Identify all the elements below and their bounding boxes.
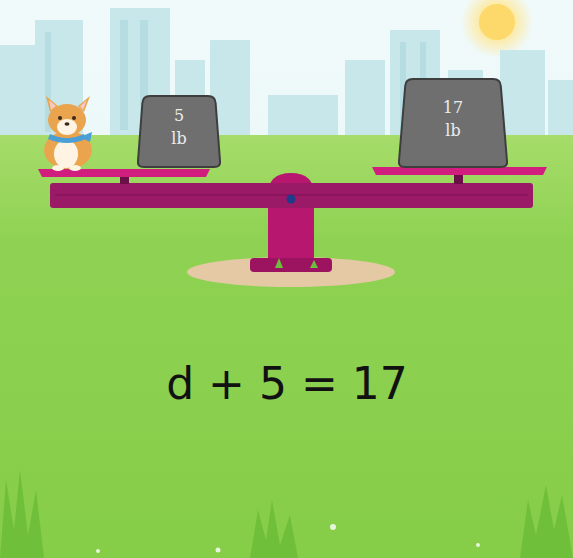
weight-outline	[138, 96, 220, 167]
sun	[479, 4, 515, 40]
sun-halo	[461, 0, 533, 58]
city-windows	[45, 20, 426, 137]
weight-label: 17 lb	[441, 96, 465, 142]
left-platform	[38, 169, 210, 177]
weight-block: 5 lb	[137, 95, 221, 168]
equation-label: d + 5 = 17	[166, 358, 408, 409]
pivot-bolt	[287, 195, 296, 204]
seesaw-beam	[50, 183, 533, 208]
sand-patch	[187, 257, 395, 287]
pivot-base	[250, 258, 332, 272]
platform-post	[454, 174, 463, 184]
right-platform	[372, 167, 547, 175]
weight-label: 5 lb	[167, 104, 191, 150]
corgi-dog	[44, 96, 92, 171]
grass-tufts	[0, 470, 573, 558]
weight-outline	[399, 79, 507, 167]
grass-tuft	[275, 258, 318, 268]
flower-dots	[96, 524, 480, 553]
weight-block: 17 lb	[398, 78, 508, 168]
grass-field	[0, 135, 573, 558]
